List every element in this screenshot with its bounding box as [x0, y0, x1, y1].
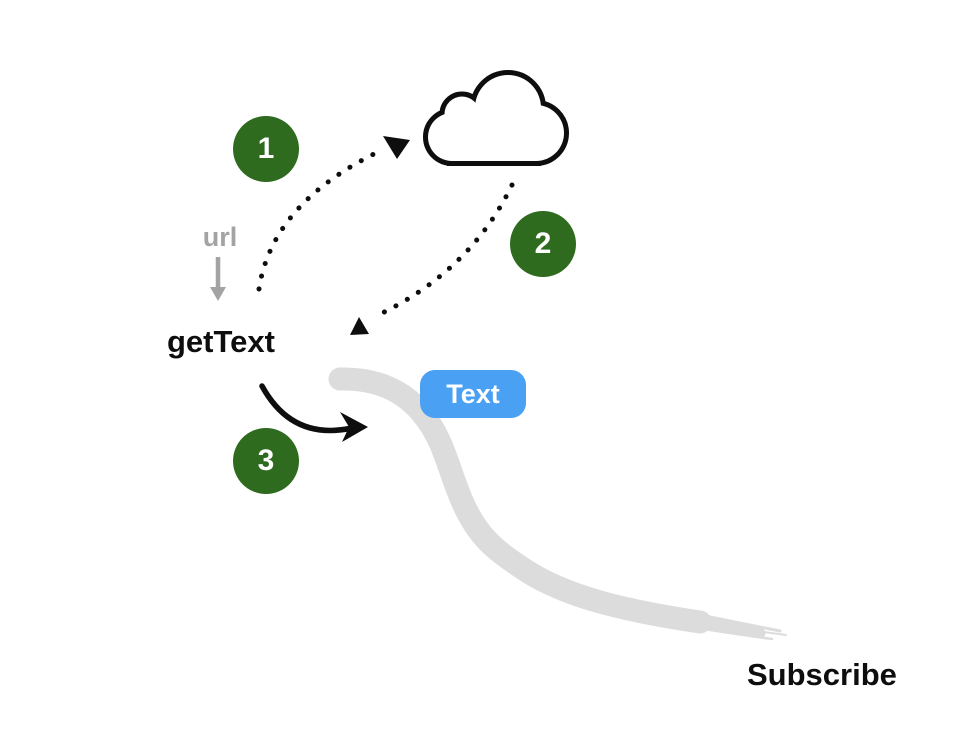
step-badge-2-label: 2 [534, 227, 552, 260]
step-badge-2: 2 [510, 211, 576, 277]
dotted-arrow-down-icon [350, 182, 515, 335]
dotted-arrow-up-icon [256, 136, 410, 292]
stream-swoosh [328, 367, 787, 641]
step-badge-3: 3 [233, 428, 299, 494]
curved-arrow-icon [259, 383, 368, 442]
emitted-value-badge: Text [420, 370, 526, 418]
cloud-icon [423, 70, 569, 166]
gettext-function-label: getText [167, 324, 275, 359]
step-badge-1-label: 1 [257, 132, 275, 165]
emitted-value-label: Text [446, 378, 500, 409]
url-param-label: url [202, 222, 238, 252]
down-arrow-icon [210, 257, 226, 301]
step-badge-1: 1 [233, 116, 299, 182]
subscribe-label: Subscribe [747, 657, 897, 692]
step-badge-3-label: 3 [257, 444, 275, 477]
